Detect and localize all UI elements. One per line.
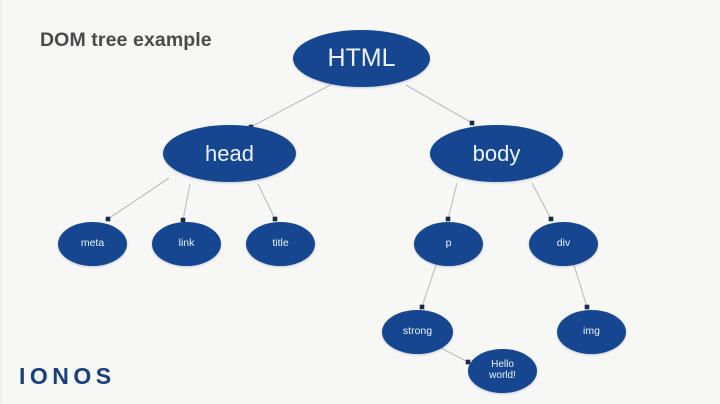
tree-node-div[interactable]: div [529, 222, 598, 266]
edge-body-to-div [531, 182, 554, 222]
tree-node-label: head [205, 140, 254, 166]
edge-arrowhead [105, 216, 111, 222]
tree-node-html[interactable]: HTML [293, 30, 430, 87]
ionos-logo: IONOS [19, 363, 116, 389]
tree-node-label: title [272, 237, 289, 250]
tree-node-label: body [472, 140, 521, 166]
edge-body-to-p [445, 182, 458, 222]
edge-strong-to-text [438, 346, 471, 365]
page-title: DOM tree example [40, 29, 212, 51]
tree-node-head[interactable]: head [163, 125, 296, 182]
edge-p-to-strong [419, 264, 437, 310]
edge-head-to-link [180, 183, 191, 223]
tree-node-label: p [445, 237, 452, 250]
edge-html-to-body [405, 84, 475, 126]
tree-node-meta[interactable]: meta [58, 222, 127, 266]
tree-node-p[interactable]: p [414, 222, 483, 266]
edge-arrowhead [548, 216, 554, 222]
edge-html-to-head [248, 83, 333, 130]
edge-arrowhead [419, 304, 425, 310]
tree-node-strong[interactable]: strong [382, 310, 453, 354]
edge-arrowhead [272, 216, 278, 222]
tree-node-title[interactable]: title [246, 222, 315, 266]
edge-arrowhead [584, 304, 590, 310]
edge-div-to-img [573, 264, 590, 310]
tree-node-label: meta [80, 237, 105, 250]
tree-node-img[interactable]: img [557, 310, 626, 354]
edge-head-to-title [257, 183, 278, 222]
tree-node-label: HTML [327, 44, 396, 73]
tree-node-link[interactable]: link [152, 222, 221, 266]
tree-node-label: link [178, 237, 195, 250]
edge-arrowhead [469, 120, 475, 126]
edge-arrowhead [445, 216, 451, 222]
tree-node-label: img [583, 325, 600, 338]
tree-node-body[interactable]: body [430, 125, 563, 182]
edge-head-to-meta [105, 177, 170, 222]
tree-node-label: strong [402, 325, 433, 338]
tree-node-label: div [556, 237, 571, 250]
